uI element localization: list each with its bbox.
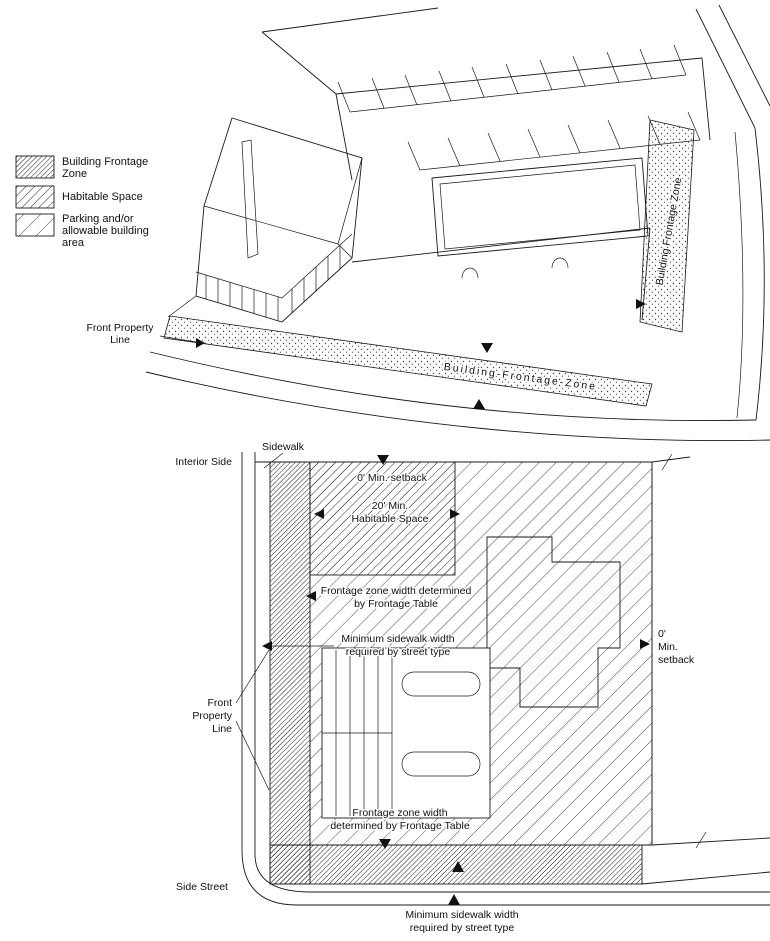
roof-fin — [241, 139, 259, 259]
plan-label-setback-top: 0' Min. setback — [357, 472, 427, 484]
arrow-up-icon — [473, 399, 485, 409]
legend-label-parking-line2: allowable building — [62, 225, 149, 237]
arrow-left-icon — [314, 509, 324, 519]
storefront-mullions — [205, 245, 341, 321]
drive-aisle-island — [401, 751, 481, 777]
axon-label-front-property-line-2: Line — [110, 334, 130, 346]
plan-view-diagram: Sidewalk Interior Side 0' Min. setback 2… — [174, 440, 770, 936]
building-footprint-outline — [486, 536, 621, 708]
arrow-left-icon — [262, 641, 272, 651]
legend-label-building-frontage-line2: Zone — [62, 168, 87, 180]
plan-lot-lines — [255, 453, 691, 846]
plan-label-sidewalk: Sidewalk — [262, 441, 305, 453]
plan-label-front-property-1: Front — [207, 697, 232, 709]
legend-label-habitable-space: Habitable Space — [62, 191, 143, 203]
legend-label-parking-line3: area — [62, 237, 85, 249]
axon-dimension-markers — [196, 299, 646, 409]
break-mark — [661, 453, 673, 471]
arrow-up-icon — [452, 861, 464, 872]
plan-label-front-property-3: Line — [212, 723, 232, 735]
plan-label-frontage-width-upper-2: by Frontage Table — [354, 598, 438, 610]
storefront-band — [195, 233, 353, 299]
plan-label-setback-right-3: setback — [658, 654, 695, 666]
plan-label-frontage-width-upper-1: Frontage zone width determined — [321, 585, 472, 597]
legend-swatch-parking-allowable — [15, 213, 55, 237]
axon-front-sidewalk-strip — [163, 315, 653, 407]
arrow-down-icon — [377, 455, 389, 465]
plan-label-frontage-width-lower-2: determined by Frontage Table — [330, 820, 469, 832]
plan-label-min-sidewalk-mid-2: required by street type — [346, 646, 451, 658]
arrow-left-icon — [306, 591, 316, 601]
plan-label-side-street: Side Street — [176, 881, 228, 893]
arrow-down-icon — [379, 839, 391, 849]
building-axon — [167, 117, 363, 323]
arrow-right-icon — [196, 338, 205, 348]
axon-frontage-strips — [163, 119, 695, 407]
plan-label-setback-right-2: Min. — [658, 641, 678, 653]
plan-frontage-zone-bottom — [269, 844, 643, 885]
plan-habitable-space-zone — [309, 461, 456, 576]
legend-swatch-habitable-space — [15, 185, 55, 209]
arrow-up-icon — [448, 894, 460, 905]
drive-aisle-island — [401, 671, 481, 697]
tree-symbol — [551, 257, 569, 269]
axon-landscape-island — [431, 157, 649, 279]
front-property-leaders — [235, 649, 270, 791]
plan-parking-court — [321, 647, 491, 819]
legend-label-building-frontage-line1: Building Frontage — [62, 156, 148, 168]
plan-frontage-zone-left — [269, 461, 311, 885]
axon-label-front-property-line-1: Front Property — [86, 322, 154, 334]
parking-stall-lines — [322, 648, 393, 818]
plan-label-habitable-1: 20' Min. — [372, 500, 408, 512]
break-mark — [695, 831, 707, 849]
plan-street-curbs — [241, 452, 770, 906]
front-property-leader — [159, 335, 197, 343]
axon-parking-stalls — [337, 44, 701, 171]
axon-right-frontage-strip — [639, 119, 695, 333]
axonometric-site-diagram: Building-Frontage-Zone Building Frontage… — [85, 4, 770, 442]
plan-label-front-property-2: Property — [192, 710, 232, 722]
arrow-right-icon — [450, 509, 460, 519]
arrow-right-icon — [640, 639, 650, 649]
axon-street-curbs — [145, 4, 770, 442]
arrow-right-icon — [636, 299, 646, 309]
legend: Building Frontage Zone Habitable Space P… — [15, 155, 150, 251]
plan-label-frontage-width-lower-1: Frontage zone width — [352, 807, 447, 819]
plan-label-habitable-2: Habitable Space — [351, 513, 428, 525]
tree-symbol — [461, 267, 479, 279]
plan-label-setback-right-1: 0' — [658, 628, 666, 640]
legend-swatch-building-frontage-zone — [15, 155, 55, 179]
arrow-down-icon — [481, 343, 493, 353]
plan-label-min-sidewalk-bottom-2: required by street type — [410, 922, 515, 934]
legend-label-parking-line1: Parking and/or — [62, 213, 134, 225]
sidewalk-leader — [263, 452, 284, 469]
plan-label-interior-side: Interior Side — [175, 456, 232, 468]
plan-label-min-sidewalk-mid-1: Minimum sidewalk width — [341, 633, 454, 645]
plan-label-min-sidewalk-bottom-1: Minimum sidewalk width — [405, 909, 518, 921]
